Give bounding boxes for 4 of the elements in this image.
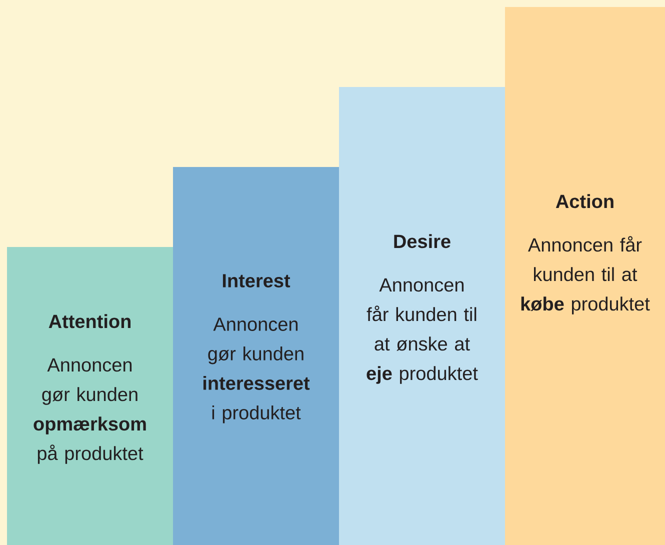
step-column: Action Annoncen får kunden til at købe produktet xyxy=(505,7,665,545)
step-column: Desire Annoncen får kunden til at ønske at eje produktet xyxy=(339,86,505,545)
step-column: Interest Annoncen gør kunden interesseret i produktet xyxy=(173,166,339,545)
step-column: Attention Annoncen gør kunden opmærksom på produktet xyxy=(7,247,173,545)
